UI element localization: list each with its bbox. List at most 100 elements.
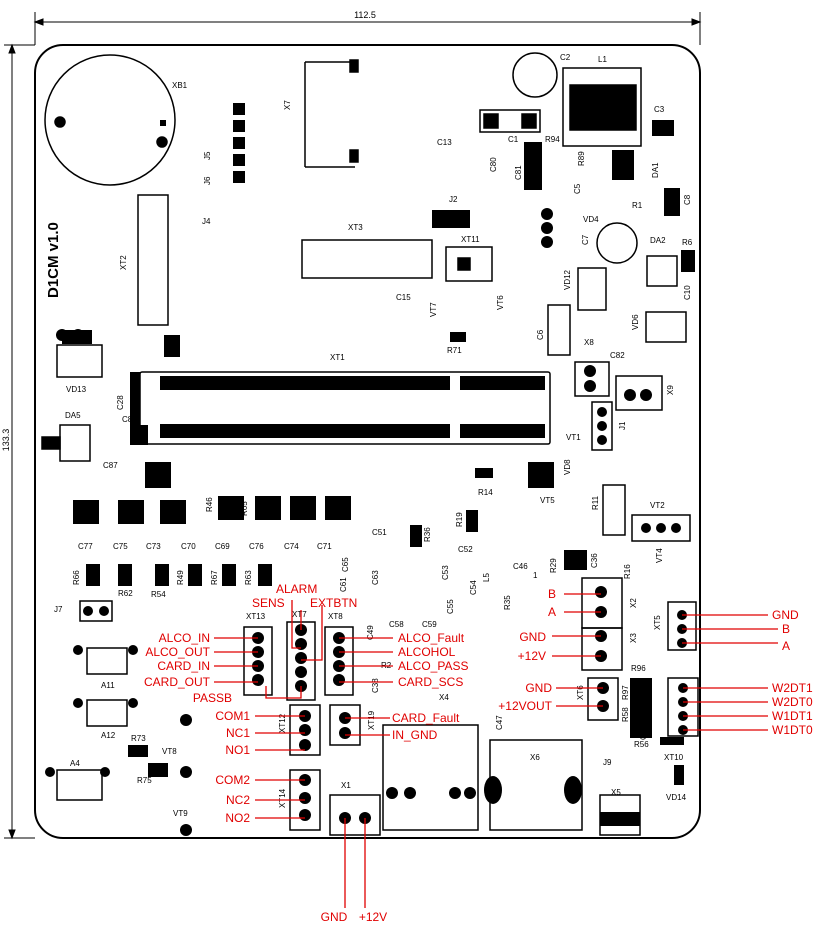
designator-x9: X9 [666, 385, 675, 395]
nc2-label: NC2 [226, 793, 250, 807]
designator-c81: C81 [514, 165, 523, 180]
designator-r52: R52 [171, 505, 180, 520]
designator-r96: R96 [631, 664, 646, 673]
designator-vt1: VT1 [566, 433, 581, 442]
designator-x7: X7 [283, 100, 292, 110]
w1dt0-label: W1DT0 [772, 723, 813, 737]
designator-c47: C47 [495, 715, 504, 730]
card-scs-label: CARD_SCS [398, 675, 463, 689]
designator-c55: C55 [446, 599, 455, 614]
designator-xt12: XT12 [278, 713, 287, 733]
designator-l1: L1 [598, 55, 607, 64]
p12vout-label: +12VOUT [498, 699, 552, 713]
com2-label: COM2 [215, 773, 250, 787]
designator-j2: J2 [449, 195, 458, 204]
alco-out-label: ALCO_OUT [145, 645, 210, 659]
gnd-top-label: GND [772, 608, 799, 622]
designator-vt7: VT7 [429, 302, 438, 317]
designator-r60: R60 [135, 505, 144, 520]
designator-r11: R11 [591, 495, 600, 510]
designator-x2: X2 [629, 598, 638, 608]
designator-c54: C54 [469, 580, 478, 595]
designator-c75: C75 [113, 542, 128, 551]
designator-c71: C71 [317, 542, 332, 551]
designator-c65: C65 [341, 557, 350, 572]
designator-xt14: XT14 [278, 788, 287, 808]
designator-c10: C10 [683, 285, 692, 300]
designator-r36: R36 [423, 527, 432, 542]
designator-a11: A11 [101, 681, 115, 690]
alarm-label: ALARM [276, 582, 317, 596]
designator-c59: C59 [422, 620, 437, 629]
w2dt0-label: W2DT0 [772, 695, 813, 709]
designator-a4: A4 [70, 759, 80, 768]
designator-a12: A12 [101, 731, 116, 740]
gnd-x3-label: GND [519, 630, 546, 644]
designator-r65: R65 [240, 501, 249, 516]
designator-r97: R97 [621, 685, 630, 700]
dimension-lines [4, 12, 702, 840]
designator-c73: C73 [146, 542, 161, 551]
designator-xt8: XT8 [328, 612, 343, 621]
designator-r1: R1 [632, 201, 643, 210]
designator-r73: R73 [131, 734, 146, 743]
designator-c61: C61 [339, 577, 348, 592]
designator-r54: R54 [151, 590, 166, 599]
annotation-wires [214, 593, 778, 908]
designator-r66: R66 [72, 570, 81, 585]
board-title: D1CM v1.0 [45, 222, 62, 298]
designator-c2: C2 [560, 53, 571, 62]
designator-j5: J5 [203, 151, 212, 160]
designator-r35: R35 [503, 595, 512, 610]
passb-label: PASSB [193, 691, 232, 705]
a-left-label: A [548, 605, 556, 619]
designator-r53: R53 [309, 501, 318, 516]
designator-c63: C63 [371, 570, 380, 585]
gnd-xt6-label: GND [525, 681, 552, 695]
designator-r89: R89 [577, 151, 586, 166]
designator-r16: R16 [623, 564, 632, 579]
designator-vd4: VD4 [583, 215, 599, 224]
designator-c13: C13 [437, 138, 452, 147]
designator-c46: C46 [513, 562, 528, 571]
designator-c69: C69 [215, 542, 230, 551]
extbtn-label: EXTBTN [310, 596, 357, 610]
designator-1: 1 [533, 571, 538, 580]
designator-vd14: VD14 [666, 793, 687, 802]
designator-c87: C87 [103, 461, 118, 470]
designator-c49: C49 [366, 625, 375, 640]
designator-c17: C17 [166, 335, 175, 350]
alco-in-label: ALCO_IN [159, 631, 210, 645]
designator-xt7: XT7 [292, 610, 307, 619]
designator-r63: R63 [244, 570, 253, 585]
designator-vt5: VT5 [540, 496, 555, 505]
designator-c6: C6 [536, 329, 545, 340]
designator-xt6: XT6 [576, 685, 585, 700]
designator-c74: C74 [284, 542, 299, 551]
card-out-label: CARD_OUT [144, 675, 211, 689]
designator-c80: C80 [489, 157, 498, 172]
designator-j7: J7 [54, 605, 63, 614]
designator-xt11: XT11 [461, 235, 480, 244]
designator-r94: R94 [545, 135, 560, 144]
designator-xt10: XT10 [664, 753, 684, 762]
designator-c53: C53 [441, 565, 450, 580]
designator-r49: R49 [176, 570, 185, 585]
designator-j1: J1 [618, 421, 627, 430]
designator-c38: C38 [371, 678, 380, 693]
designator-x1: X1 [341, 781, 351, 790]
designator-c76: C76 [249, 542, 264, 551]
designator-r29: R29 [549, 558, 558, 573]
designator-vt9: VT9 [173, 809, 188, 818]
designator-c28: C28 [116, 395, 125, 410]
height-dimension: 133.3 [1, 429, 11, 452]
designator-vd8: VD8 [563, 459, 572, 475]
designator-xt2: XT2 [119, 255, 128, 270]
p12v-x3-label: +12V [518, 649, 546, 663]
alcohol-label: ALCOHOL [398, 645, 456, 659]
designator-l5: L5 [482, 573, 491, 582]
designator-c1: C1 [508, 135, 519, 144]
designator-r6: R6 [682, 238, 693, 247]
com1-label: COM1 [215, 709, 250, 723]
